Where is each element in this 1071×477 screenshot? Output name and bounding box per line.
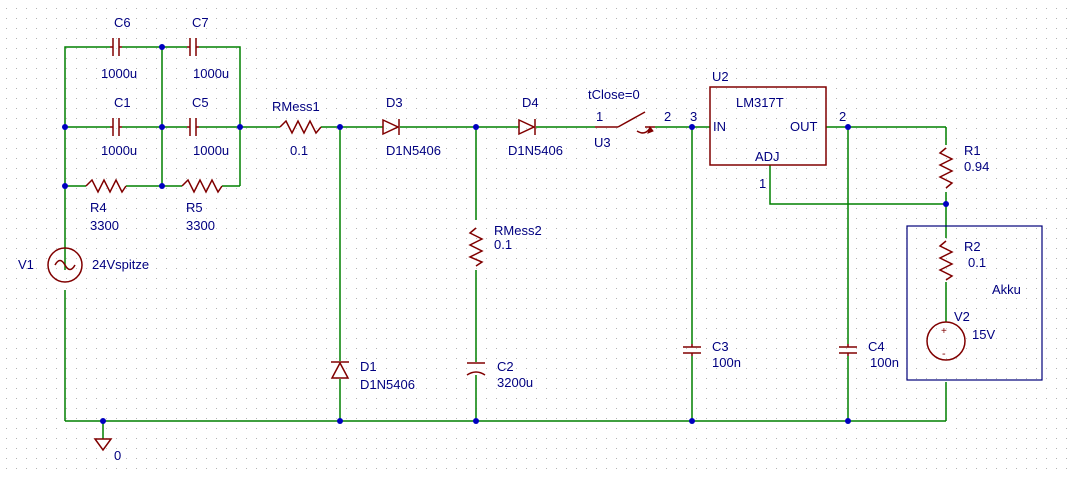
capacitor-c7-symbol: [187, 38, 199, 56]
v2-minus: -: [942, 348, 946, 360]
v1-value: 24Vspitze: [92, 257, 149, 272]
capacitor-c6-symbol: [110, 38, 122, 56]
d1-name: D1: [360, 359, 377, 374]
r2-name: R2: [964, 239, 981, 254]
u3-parameter: tClose=0: [588, 87, 640, 102]
c6-value: 1000u: [101, 66, 137, 81]
c4-name: C4: [868, 339, 885, 354]
d3-name: D3: [386, 95, 403, 110]
u3-name: U3: [594, 135, 611, 150]
c7-value: 1000u: [193, 66, 229, 81]
c2-name: C2: [497, 359, 514, 374]
c1-value: 1000u: [101, 143, 137, 158]
c3-name: C3: [712, 339, 729, 354]
u2-part: LM317T: [736, 95, 784, 110]
u2-adj-pin: ADJ: [755, 149, 780, 164]
v2-value: 15V: [972, 327, 995, 342]
resistor-rmess2-symbol: [468, 227, 484, 267]
resistor-r5-symbol: [181, 178, 223, 194]
r2-value: 0.1: [968, 255, 986, 270]
ground-label: 0: [114, 448, 121, 463]
switch-u3-symbol: [595, 111, 655, 134]
c5-value: 1000u: [193, 143, 229, 158]
capacitor-c1-symbol: [110, 118, 122, 136]
rmess1-name: RMess1: [272, 99, 320, 114]
rmess2-value: 0.1: [494, 237, 512, 252]
c4-value: 100n: [870, 355, 899, 370]
dc-source-v2-symbol: [926, 321, 966, 361]
c7-name: C7: [192, 15, 209, 30]
d3-value: D1N5406: [386, 143, 441, 158]
r1-value: 0.94: [964, 159, 989, 174]
d4-name: D4: [522, 95, 539, 110]
resistor-rmess1-symbol: [279, 119, 322, 135]
resistor-r1-symbol: [938, 147, 954, 189]
d1-value: D1N5406: [360, 377, 415, 392]
c6-name: C6: [114, 15, 131, 30]
u2-name: U2: [712, 69, 729, 84]
resistor-r4-symbol: [85, 178, 127, 194]
capacitor-c2-symbol: [466, 362, 486, 376]
junctions: [62, 44, 949, 424]
akku-label: Akku: [992, 282, 1021, 297]
v2-plus: +: [941, 326, 947, 337]
diode-d1-symbol: [330, 361, 350, 379]
resistor-r2-symbol: [938, 240, 954, 281]
r4-name: R4: [90, 200, 107, 215]
v1-name: V1: [18, 257, 34, 272]
u2-in-pin: IN: [713, 119, 726, 134]
u3-pin2: 2: [664, 109, 671, 124]
rmess2-name: RMess2: [494, 223, 542, 238]
u2-pin2: 2: [839, 109, 846, 124]
capacitor-c4-symbol: [839, 344, 857, 356]
u2-out-pin: OUT: [790, 119, 818, 134]
capacitor-c3-symbol: [683, 344, 701, 356]
c3-value: 100n: [712, 355, 741, 370]
r5-name: R5: [186, 200, 203, 215]
c1-name: C1: [114, 95, 131, 110]
r5-value: 3300: [186, 218, 215, 233]
u2-pin3: 3: [690, 109, 697, 124]
ground-symbol: [93, 438, 113, 452]
regulator-u2-box: [709, 86, 827, 166]
wires: [64, 46, 947, 439]
u2-pin1: 1: [759, 176, 766, 191]
c5-name: C5: [192, 95, 209, 110]
ac-source-v1-symbol: [47, 247, 83, 283]
r4-value: 3300: [90, 218, 119, 233]
diode-d3-symbol: [382, 118, 400, 136]
c2-value: 3200u: [497, 375, 533, 390]
rmess1-value: 0.1: [290, 143, 308, 158]
capacitor-c5-symbol: [187, 118, 199, 136]
diode-d4-symbol: [518, 118, 536, 136]
akku-box: [906, 225, 1043, 381]
u3-pin1: 1: [596, 109, 603, 124]
v2-name: V2: [954, 309, 970, 324]
r1-name: R1: [964, 143, 981, 158]
d4-value: D1N5406: [508, 143, 563, 158]
